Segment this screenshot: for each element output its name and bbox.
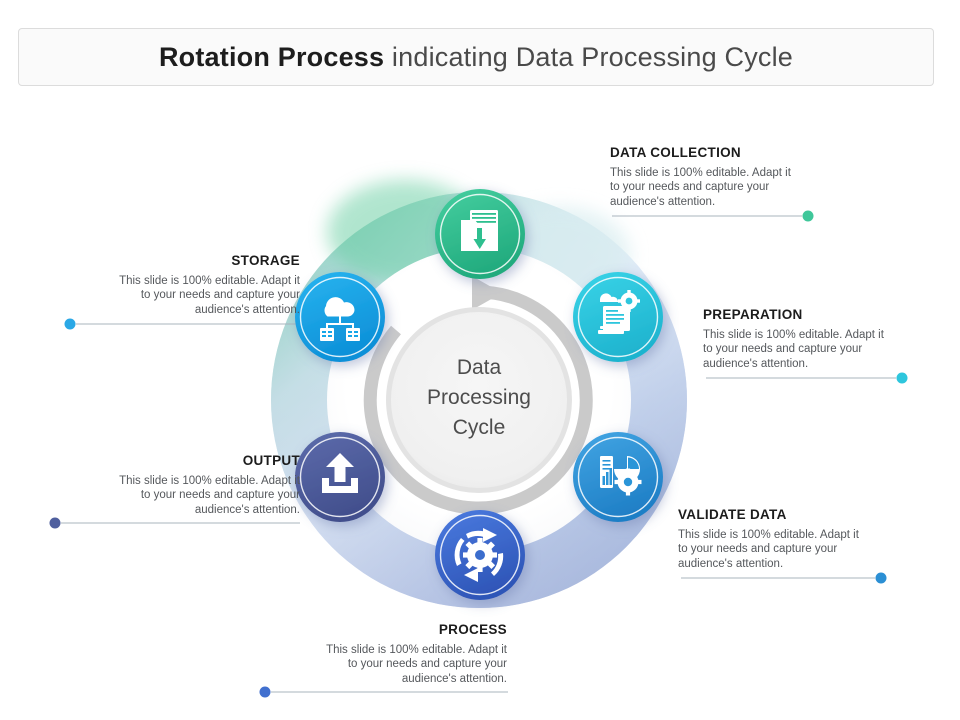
label-block-process: PROCESS This slide is 100% editable. Ada… xyxy=(285,622,507,687)
body-line-1: This slide is 100% editable. Adapt it xyxy=(119,274,300,287)
label-block-validate-data: VALIDATE DATA This slide is 100% editabl… xyxy=(678,507,893,572)
node-data-collection[interactable] xyxy=(435,189,525,279)
center-line-2: Processing xyxy=(427,386,531,409)
center-line-1: Data xyxy=(457,356,502,379)
body-line-1: This slide is 100% editable. Adapt it xyxy=(678,528,859,541)
step-body-validate-data: This slide is 100% editable. Adapt it to… xyxy=(678,528,893,572)
body-line-2: to your needs and capture your xyxy=(703,343,863,356)
page-title-strong: Rotation Process xyxy=(158,41,385,72)
node-preparation[interactable] xyxy=(573,272,663,362)
center-circle xyxy=(386,307,572,493)
report-chart-gear-icon xyxy=(600,456,642,496)
connector-dot-validate-data xyxy=(875,572,887,584)
connector-dot-process xyxy=(259,686,271,698)
label-block-output: OUTPUT This slide is 100% editable. Adap… xyxy=(78,453,300,518)
rotation-arrow-icon xyxy=(363,276,593,515)
gear-refresh-icon xyxy=(454,528,504,582)
body-line-2: to your needs and capture your xyxy=(140,289,300,302)
step-heading-storage: STORAGE xyxy=(231,253,300,268)
center-label: Data Processing Cycle xyxy=(427,356,531,439)
step-body-storage: This slide is 100% editable. Adapt it to… xyxy=(78,274,300,318)
node-process[interactable] xyxy=(435,510,525,600)
body-line-2: to your needs and capture your xyxy=(347,658,507,671)
document-gear-icon xyxy=(598,290,640,334)
step-heading-preparation: PREPARATION xyxy=(703,307,803,322)
body-line-3: audience's attention. xyxy=(194,503,300,516)
connector-dot-storage xyxy=(64,318,76,330)
body-line-3: audience's attention. xyxy=(610,195,716,208)
label-block-storage: STORAGE This slide is 100% editable. Ada… xyxy=(78,253,300,318)
body-line-3: audience's attention. xyxy=(703,357,809,370)
body-line-3: audience's attention. xyxy=(194,303,300,316)
node-storage[interactable] xyxy=(295,272,385,362)
label-block-data-collection: DATA COLLECTION This slide is 100% edita… xyxy=(610,145,825,210)
center-line-3: Cycle xyxy=(453,416,506,439)
step-body-preparation: This slide is 100% editable. Adapt it to… xyxy=(703,328,918,372)
step-body-output: This slide is 100% editable. Adapt it to… xyxy=(78,474,300,518)
page-title-rest: indicating Data Processing Cycle xyxy=(384,41,794,72)
body-line-3: audience's attention. xyxy=(401,672,507,685)
body-line-1: This slide is 100% editable. Adapt it xyxy=(703,328,884,341)
upload-icon xyxy=(322,453,358,493)
body-line-1: This slide is 100% editable. Adapt it xyxy=(326,643,507,656)
step-heading-process: PROCESS xyxy=(438,622,507,637)
connector-dot-preparation xyxy=(896,372,908,384)
label-block-preparation: PREPARATION This slide is 100% editable.… xyxy=(703,307,918,372)
node-validate-data[interactable] xyxy=(573,432,663,522)
step-body-process: This slide is 100% editable. Adapt it to… xyxy=(285,643,507,687)
body-line-2: to your needs and capture your xyxy=(140,489,300,502)
body-line-2: to your needs and capture your xyxy=(678,543,838,556)
connector-dot-output xyxy=(49,517,61,529)
connector-lines xyxy=(49,210,908,698)
body-line-1: This slide is 100% editable. Adapt it xyxy=(610,166,791,179)
connector-dot-data-collection xyxy=(802,210,814,222)
document-download-icon xyxy=(461,210,498,251)
node-output[interactable] xyxy=(295,432,385,522)
cloud-server-icon xyxy=(320,297,360,341)
body-line-2: to your needs and capture your xyxy=(610,181,770,194)
page-title: Rotation Process indicating Data Process… xyxy=(159,42,793,73)
title-bar: Rotation Process indicating Data Process… xyxy=(18,28,934,86)
step-body-data-collection: This slide is 100% editable. Adapt it to… xyxy=(610,166,825,210)
body-line-1: This slide is 100% editable. Adapt it xyxy=(119,474,300,487)
step-heading-validate-data: VALIDATE DATA xyxy=(678,507,787,522)
body-line-3: audience's attention. xyxy=(678,557,784,570)
step-heading-data-collection: DATA COLLECTION xyxy=(610,145,741,160)
step-heading-output: OUTPUT xyxy=(242,453,300,468)
